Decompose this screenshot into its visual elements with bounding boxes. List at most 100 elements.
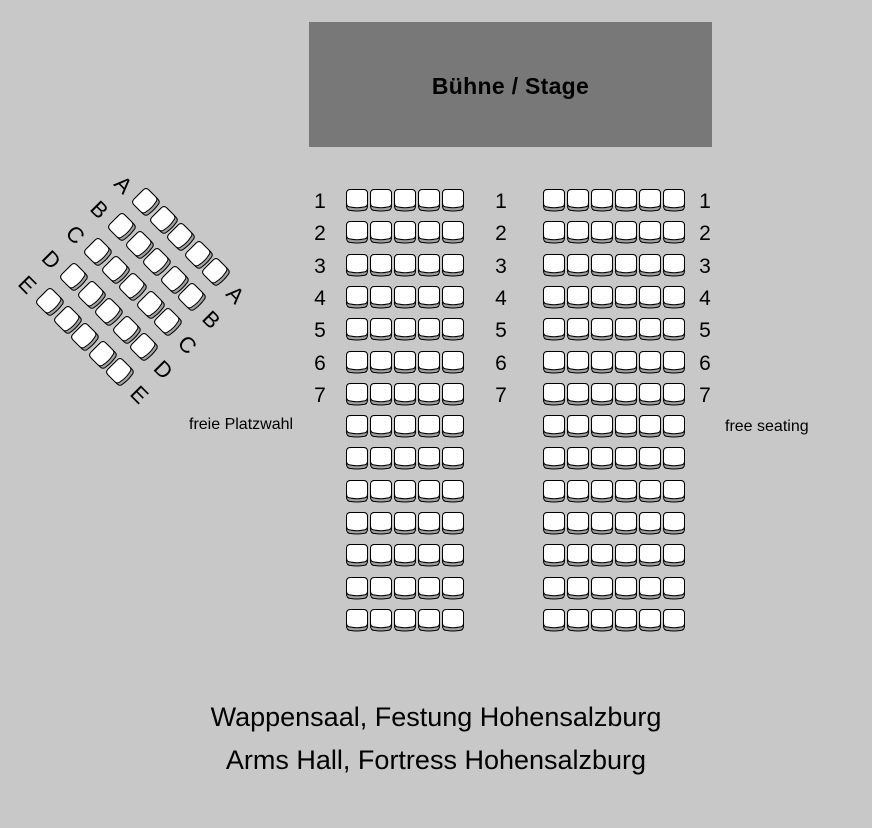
seat[interactable] xyxy=(345,414,369,438)
seat[interactable] xyxy=(417,350,441,374)
seat[interactable] xyxy=(345,576,369,600)
seat[interactable] xyxy=(638,350,662,374)
seat[interactable] xyxy=(590,576,614,600)
seat[interactable] xyxy=(566,576,590,600)
seat[interactable] xyxy=(417,220,441,244)
seat-diagonal[interactable] xyxy=(123,228,157,262)
seat[interactable] xyxy=(614,479,638,503)
seat[interactable] xyxy=(345,382,369,406)
seat[interactable] xyxy=(345,608,369,632)
seat[interactable] xyxy=(638,543,662,567)
seat[interactable] xyxy=(345,350,369,374)
seat[interactable] xyxy=(369,511,393,535)
seat-diagonal[interactable] xyxy=(99,253,133,287)
seat[interactable] xyxy=(417,188,441,212)
seat[interactable] xyxy=(662,350,686,374)
seat-diagonal[interactable] xyxy=(81,235,115,269)
seat[interactable] xyxy=(369,576,393,600)
seat[interactable] xyxy=(566,414,590,438)
seat[interactable] xyxy=(417,253,441,277)
seat[interactable] xyxy=(417,479,441,503)
seat[interactable] xyxy=(566,608,590,632)
seat[interactable] xyxy=(345,511,369,535)
seat[interactable] xyxy=(638,414,662,438)
seat-diagonal[interactable] xyxy=(116,270,150,304)
seat[interactable] xyxy=(393,382,417,406)
seat[interactable] xyxy=(614,414,638,438)
seat[interactable] xyxy=(542,220,566,244)
seat[interactable] xyxy=(345,188,369,212)
seat[interactable] xyxy=(614,188,638,212)
seat[interactable] xyxy=(638,188,662,212)
seat[interactable] xyxy=(566,253,590,277)
seat[interactable] xyxy=(441,414,465,438)
seat-diagonal[interactable] xyxy=(129,185,163,219)
seat-diagonal[interactable] xyxy=(140,245,174,279)
seat[interactable] xyxy=(393,576,417,600)
seat[interactable] xyxy=(590,382,614,406)
seat[interactable] xyxy=(369,414,393,438)
seat[interactable] xyxy=(614,317,638,341)
seat[interactable] xyxy=(417,317,441,341)
seat[interactable] xyxy=(542,414,566,438)
seat[interactable] xyxy=(566,382,590,406)
seat[interactable] xyxy=(566,317,590,341)
seat-diagonal[interactable] xyxy=(51,303,85,337)
seat[interactable] xyxy=(441,382,465,406)
seat[interactable] xyxy=(393,350,417,374)
seat[interactable] xyxy=(638,285,662,309)
seat-diagonal[interactable] xyxy=(147,203,181,237)
seat[interactable] xyxy=(542,608,566,632)
seat[interactable] xyxy=(590,608,614,632)
seat[interactable] xyxy=(393,188,417,212)
seat[interactable] xyxy=(393,608,417,632)
seat[interactable] xyxy=(417,543,441,567)
seat[interactable] xyxy=(590,220,614,244)
seat-diagonal[interactable] xyxy=(175,280,209,314)
seat[interactable] xyxy=(614,285,638,309)
seat[interactable] xyxy=(369,317,393,341)
seat[interactable] xyxy=(369,543,393,567)
seat[interactable] xyxy=(566,188,590,212)
seat[interactable] xyxy=(441,220,465,244)
seat[interactable] xyxy=(345,543,369,567)
seat-diagonal[interactable] xyxy=(33,285,67,319)
seat[interactable] xyxy=(590,188,614,212)
seat[interactable] xyxy=(590,253,614,277)
seat[interactable] xyxy=(662,285,686,309)
seat[interactable] xyxy=(566,511,590,535)
seat[interactable] xyxy=(542,576,566,600)
seat-diagonal[interactable] xyxy=(68,320,102,354)
seat[interactable] xyxy=(369,382,393,406)
seat[interactable] xyxy=(542,253,566,277)
seat[interactable] xyxy=(614,382,638,406)
seat[interactable] xyxy=(369,350,393,374)
seat[interactable] xyxy=(542,350,566,374)
seat[interactable] xyxy=(614,608,638,632)
seat[interactable] xyxy=(638,608,662,632)
seat-diagonal[interactable] xyxy=(199,255,233,289)
seat[interactable] xyxy=(393,543,417,567)
seat[interactable] xyxy=(393,253,417,277)
seat[interactable] xyxy=(662,253,686,277)
seat-diagonal[interactable] xyxy=(105,210,139,244)
seat-diagonal[interactable] xyxy=(92,295,126,329)
seat[interactable] xyxy=(441,253,465,277)
seat[interactable] xyxy=(638,317,662,341)
seat-diagonal[interactable] xyxy=(158,263,192,297)
seat[interactable] xyxy=(369,608,393,632)
seat[interactable] xyxy=(417,446,441,470)
seat[interactable] xyxy=(566,479,590,503)
seat[interactable] xyxy=(393,479,417,503)
seat[interactable] xyxy=(590,479,614,503)
seat[interactable] xyxy=(662,479,686,503)
seat[interactable] xyxy=(369,479,393,503)
seat[interactable] xyxy=(614,446,638,470)
seat-diagonal[interactable] xyxy=(182,238,216,272)
seat[interactable] xyxy=(417,382,441,406)
seat[interactable] xyxy=(441,350,465,374)
seat[interactable] xyxy=(345,253,369,277)
seat[interactable] xyxy=(393,285,417,309)
seat[interactable] xyxy=(441,446,465,470)
seat[interactable] xyxy=(566,220,590,244)
